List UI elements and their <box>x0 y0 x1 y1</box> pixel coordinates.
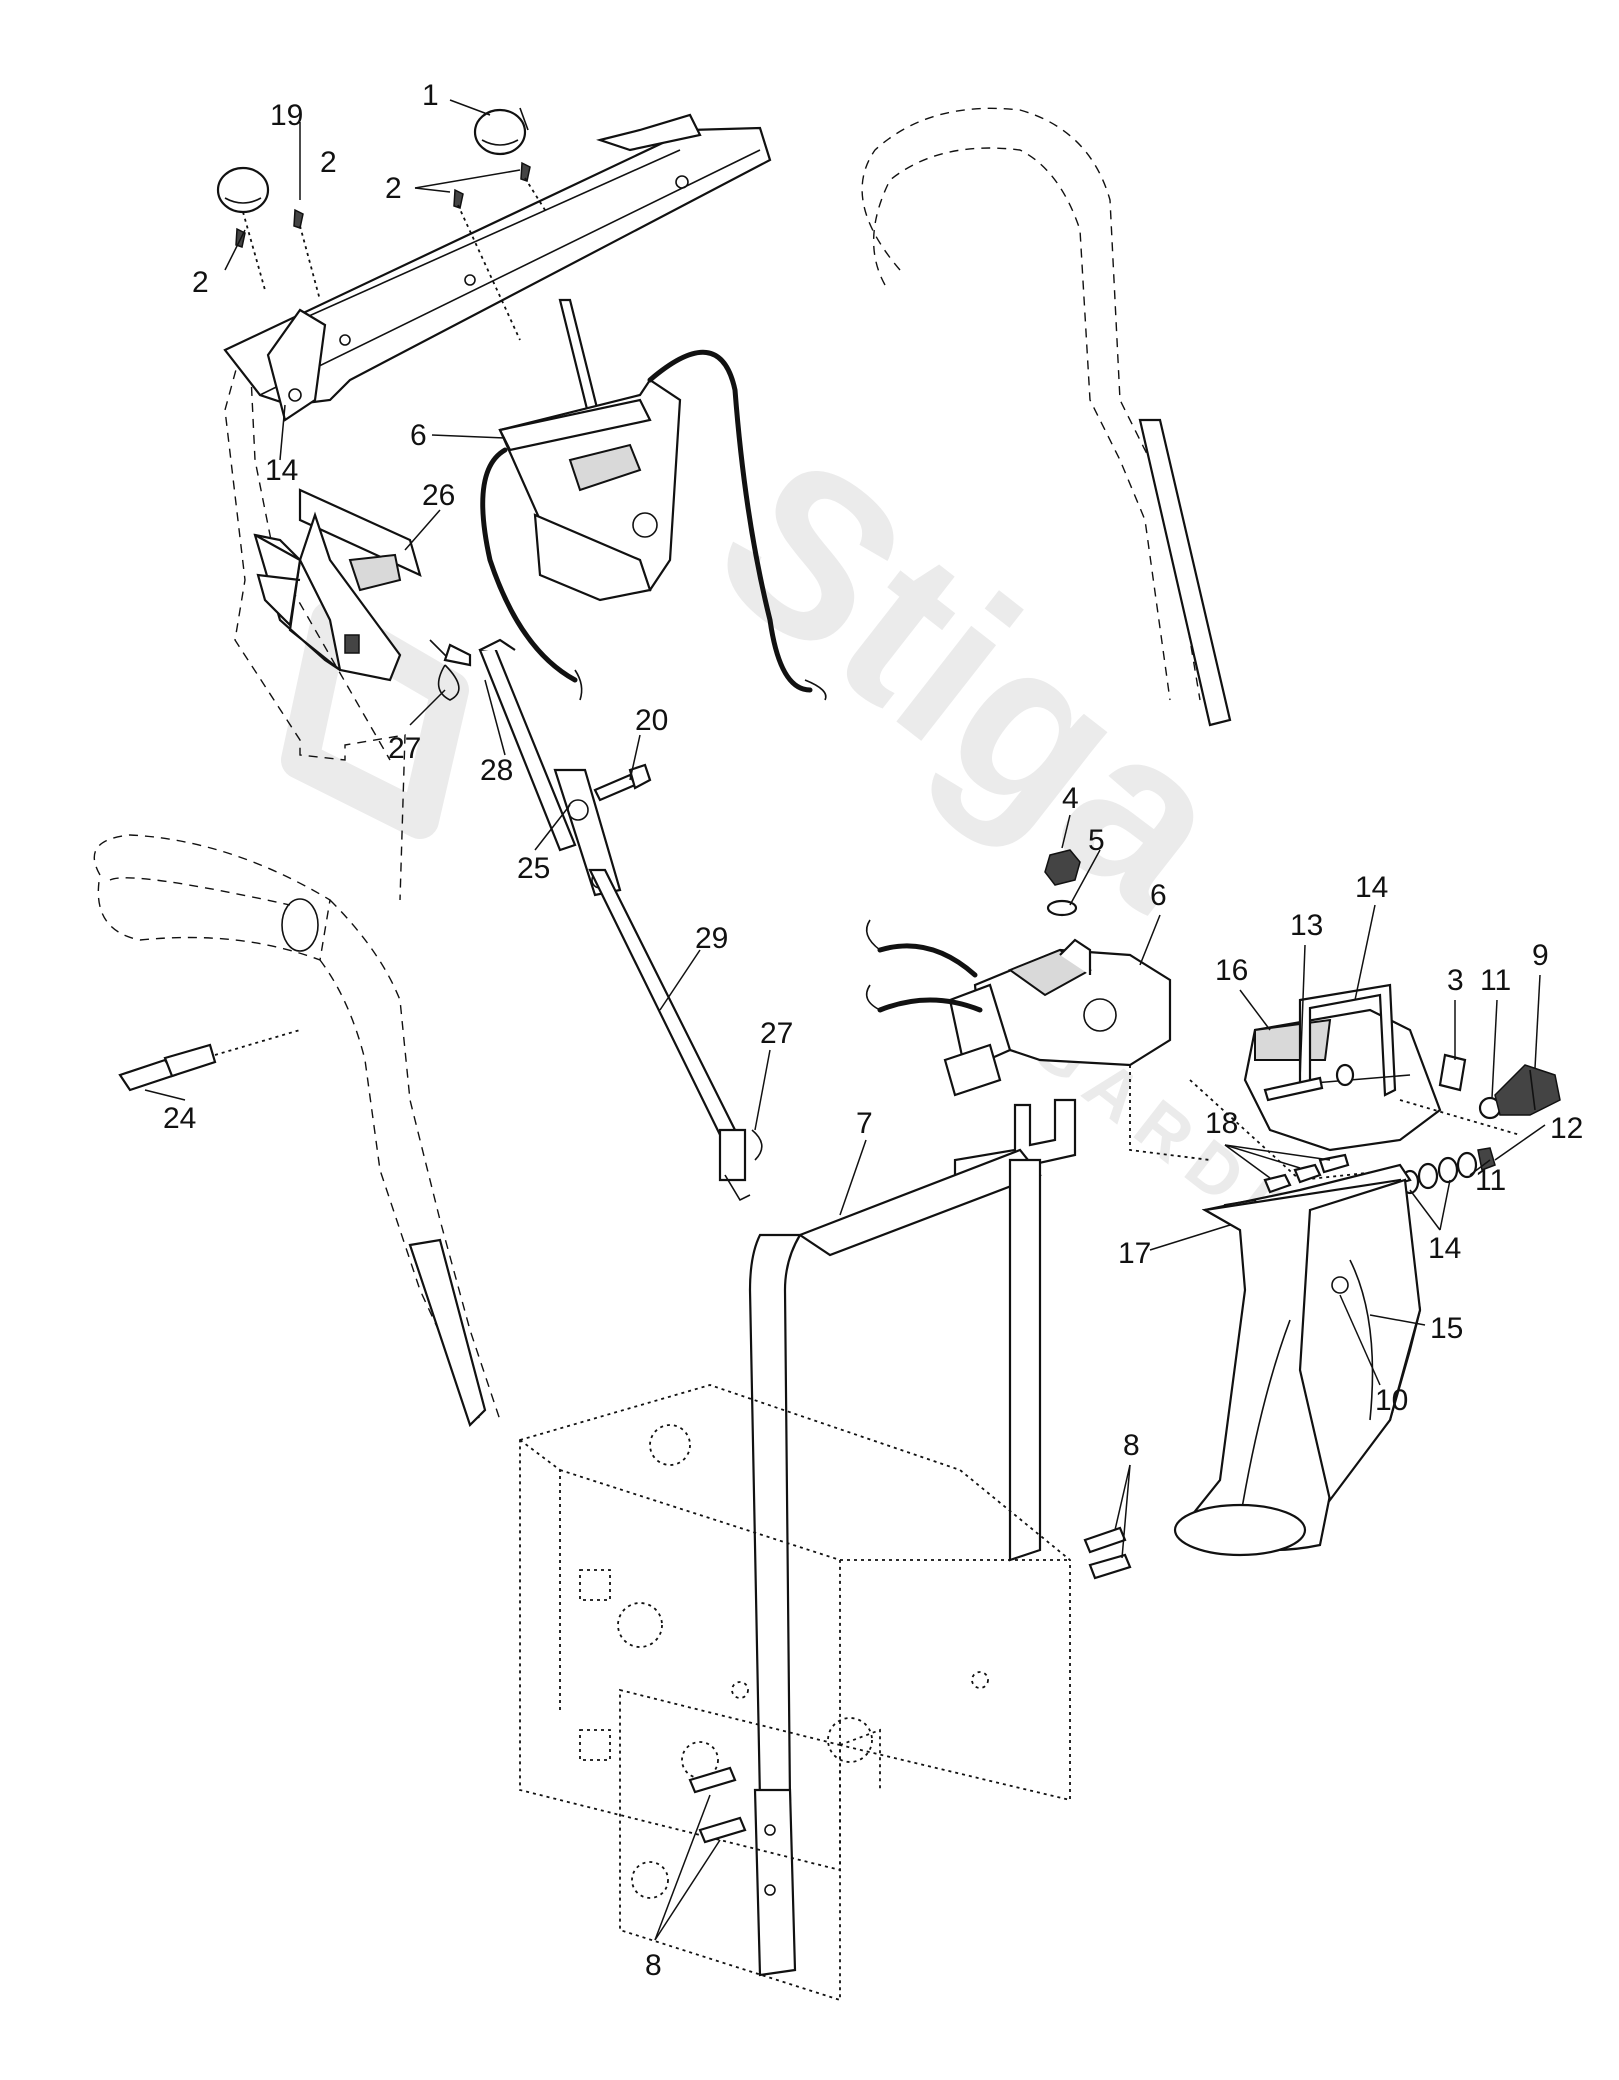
callout-20: 20 <box>635 704 668 737</box>
callout-13: 13 <box>1290 909 1323 942</box>
chute-control-console <box>498 378 682 602</box>
bolt-20 <box>593 763 652 802</box>
callout-26: 26 <box>422 479 455 512</box>
callout-28: 28 <box>480 754 513 787</box>
knob-19 <box>216 166 270 291</box>
callout-5: 5 <box>1088 824 1105 857</box>
callout-14-top: 14 <box>1355 871 1388 904</box>
callout-2-a: 2 <box>320 146 337 179</box>
guide-housing-down <box>1129 1065 1211 1161</box>
callout-11-top: 11 <box>1480 964 1511 997</box>
bolt-13 <box>1263 1076 1324 1102</box>
cable-end-right <box>804 679 827 701</box>
bolts-8-right <box>1083 1526 1132 1580</box>
knob-1 <box>473 108 527 156</box>
callout-17: 17 <box>1118 1237 1151 1270</box>
leader-lines <box>144 99 1546 1941</box>
washer-5 <box>1046 899 1078 917</box>
cable-upper-left <box>480 447 578 683</box>
callout-11-low: 11 <box>1475 1164 1506 1197</box>
callout-12: 12 <box>1550 1112 1583 1145</box>
callout-18: 18 <box>1205 1107 1238 1140</box>
callout-9: 9 <box>1532 939 1549 972</box>
left-handle <box>93 834 501 1428</box>
callout-4: 4 <box>1062 782 1079 815</box>
callout-2-c: 2 <box>192 266 209 299</box>
callout-25: 25 <box>517 852 550 885</box>
bolt-24 <box>118 1029 301 1092</box>
nut-4 <box>1044 849 1081 886</box>
callout-7: 7 <box>856 1107 873 1140</box>
cable-lower-1 <box>877 943 978 978</box>
upper-handle-panel <box>223 107 772 901</box>
callout-19: 19 <box>270 99 303 132</box>
callout-27-low: 27 <box>760 1017 793 1050</box>
callout-2-b: 2 <box>385 172 402 205</box>
callout-16: 16 <box>1215 954 1248 987</box>
chute-support-tube <box>748 1098 1077 1977</box>
watermark-brand: Stiga <box>672 406 1275 956</box>
callout-24: 24 <box>163 1102 196 1135</box>
callout-27-top: 27 <box>388 732 421 765</box>
cable-upper-right <box>647 350 813 693</box>
callout-14-low: 14 <box>1428 1232 1461 1265</box>
callout-8-left: 8 <box>645 1949 662 1982</box>
chute-17-15 <box>1173 1163 1422 1557</box>
pivot-3 <box>1438 1053 1467 1092</box>
callout-14-left: 14 <box>265 454 298 487</box>
right-handle <box>861 107 1232 727</box>
cable-lower-end-2 <box>865 984 881 1011</box>
hairpin-27-top <box>437 664 460 701</box>
callout-8-right: 8 <box>1123 1429 1140 1462</box>
callout-1: 1 <box>422 79 439 112</box>
callout-10: 10 <box>1375 1384 1408 1417</box>
cable-lower-2 <box>877 997 983 1013</box>
callout-6-upper: 6 <box>410 419 427 452</box>
callout-6-lower: 6 <box>1150 879 1167 912</box>
hairpin-27-low <box>751 1129 763 1161</box>
bolts-8-left <box>688 1766 747 1844</box>
cable-lower-end-1 <box>865 919 881 951</box>
watermark: Stiga GARDEN <box>281 406 1369 1303</box>
washer-14-top <box>1335 1063 1355 1087</box>
callout-3: 3 <box>1447 964 1464 997</box>
knob-9 <box>1494 1064 1561 1116</box>
callout-labels: 1 19 2 2 2 6 14 26 27 28 20 25 29 27 24 … <box>163 79 1583 1982</box>
cable-end-left <box>574 669 583 701</box>
shift-rod-assembly <box>478 638 751 1202</box>
auger-housing-frame <box>519 1384 1071 2002</box>
callout-29: 29 <box>695 922 728 955</box>
speed-lever-bracket <box>253 488 472 682</box>
callout-15: 15 <box>1430 1312 1463 1345</box>
